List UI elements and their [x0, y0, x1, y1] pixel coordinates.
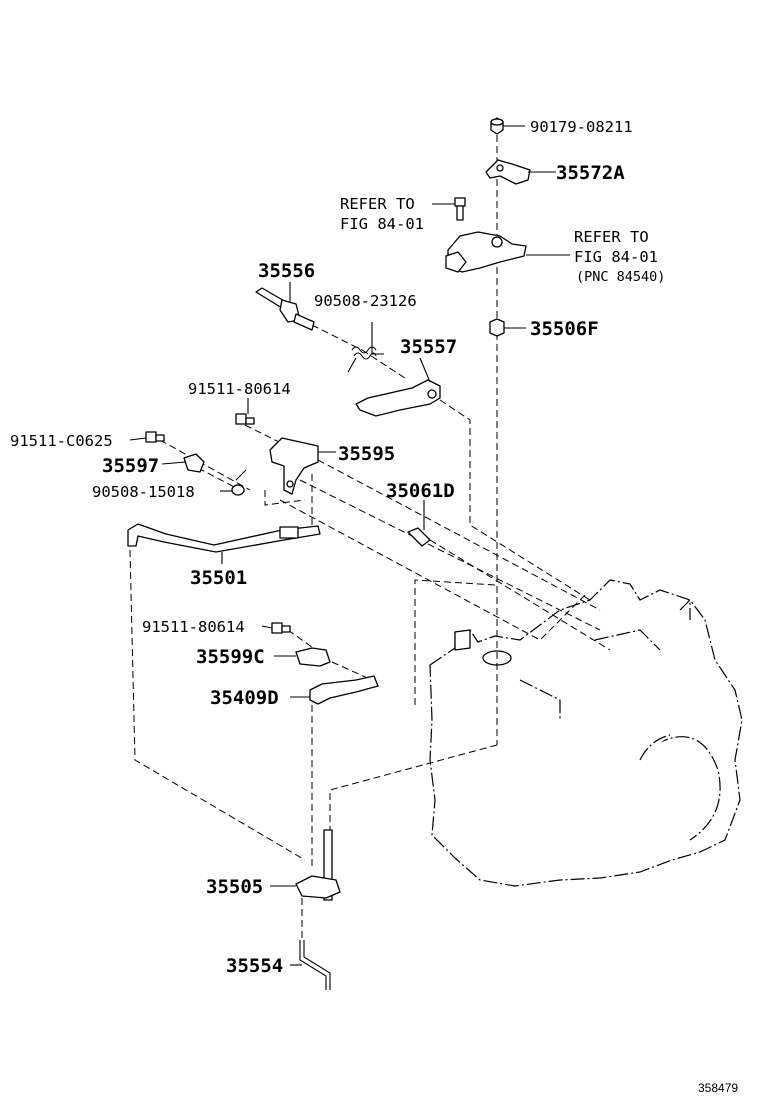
label-35554: 35554: [226, 955, 283, 977]
label-35505: 35505: [206, 876, 263, 898]
label-pnc-84540: (PNC 84540): [576, 269, 665, 285]
nut-90179-08211[interactable]: [490, 117, 504, 135]
pin-35061D[interactable]: [407, 527, 431, 547]
label-35061D: 35061D: [386, 480, 455, 502]
shaft-35505[interactable]: [295, 829, 341, 901]
label-35557: 35557: [400, 336, 457, 358]
collar-35597[interactable]: [183, 453, 205, 473]
label-refer-to-2: REFER TO: [574, 228, 649, 246]
leader-lines: [129, 125, 570, 966]
label-90179-08211: 90179-08211: [530, 118, 633, 136]
lever-35557[interactable]: [355, 379, 441, 417]
bolt-refer-fig[interactable]: [454, 197, 466, 221]
label-fig-84-01-2: FIG 84-01: [574, 248, 658, 266]
label-refer-to-1: REFER TO: [340, 195, 415, 213]
label-35595: 35595: [338, 443, 395, 465]
bolt-91511-80614-b[interactable]: [271, 622, 291, 634]
label-35556: 35556: [258, 260, 315, 282]
washer-35506F[interactable]: [489, 318, 505, 337]
shaft-35556[interactable]: [255, 287, 315, 331]
retainer-35599C[interactable]: [295, 647, 331, 667]
label-35409D: 35409D: [210, 687, 279, 709]
diagram-id: 358479: [698, 1081, 738, 1095]
label-91511-C0625: 91511-C0625: [10, 432, 113, 450]
label-fig-84-01-1: FIG 84-01: [340, 215, 424, 233]
bolt-91511-C0625[interactable]: [145, 431, 165, 443]
label-91511-80614-b: 91511-80614: [142, 618, 245, 636]
label-91511-80614-a: 91511-80614: [188, 380, 291, 398]
rod-35501[interactable]: [127, 523, 321, 553]
rod-35554[interactable]: [299, 940, 331, 990]
label-35506F: 35506F: [530, 318, 599, 340]
label-35599C: 35599C: [196, 646, 265, 668]
lever-35409D[interactable]: [309, 675, 379, 705]
bolt-91511-80614-a[interactable]: [235, 413, 255, 425]
neutral-start-switch[interactable]: [445, 231, 527, 273]
label-35572A: 35572A: [556, 162, 625, 184]
label-90508-23126: 90508-23126: [314, 292, 417, 310]
lock-plate-35572A[interactable]: [485, 159, 531, 185]
label-90508-15018: 90508-15018: [92, 483, 195, 501]
transmission-case: [429, 579, 743, 887]
label-35597: 35597: [102, 455, 159, 477]
bracket-35595[interactable]: [269, 437, 319, 495]
spring-90508-15018[interactable]: [231, 469, 247, 496]
label-35501: 35501: [190, 567, 247, 589]
